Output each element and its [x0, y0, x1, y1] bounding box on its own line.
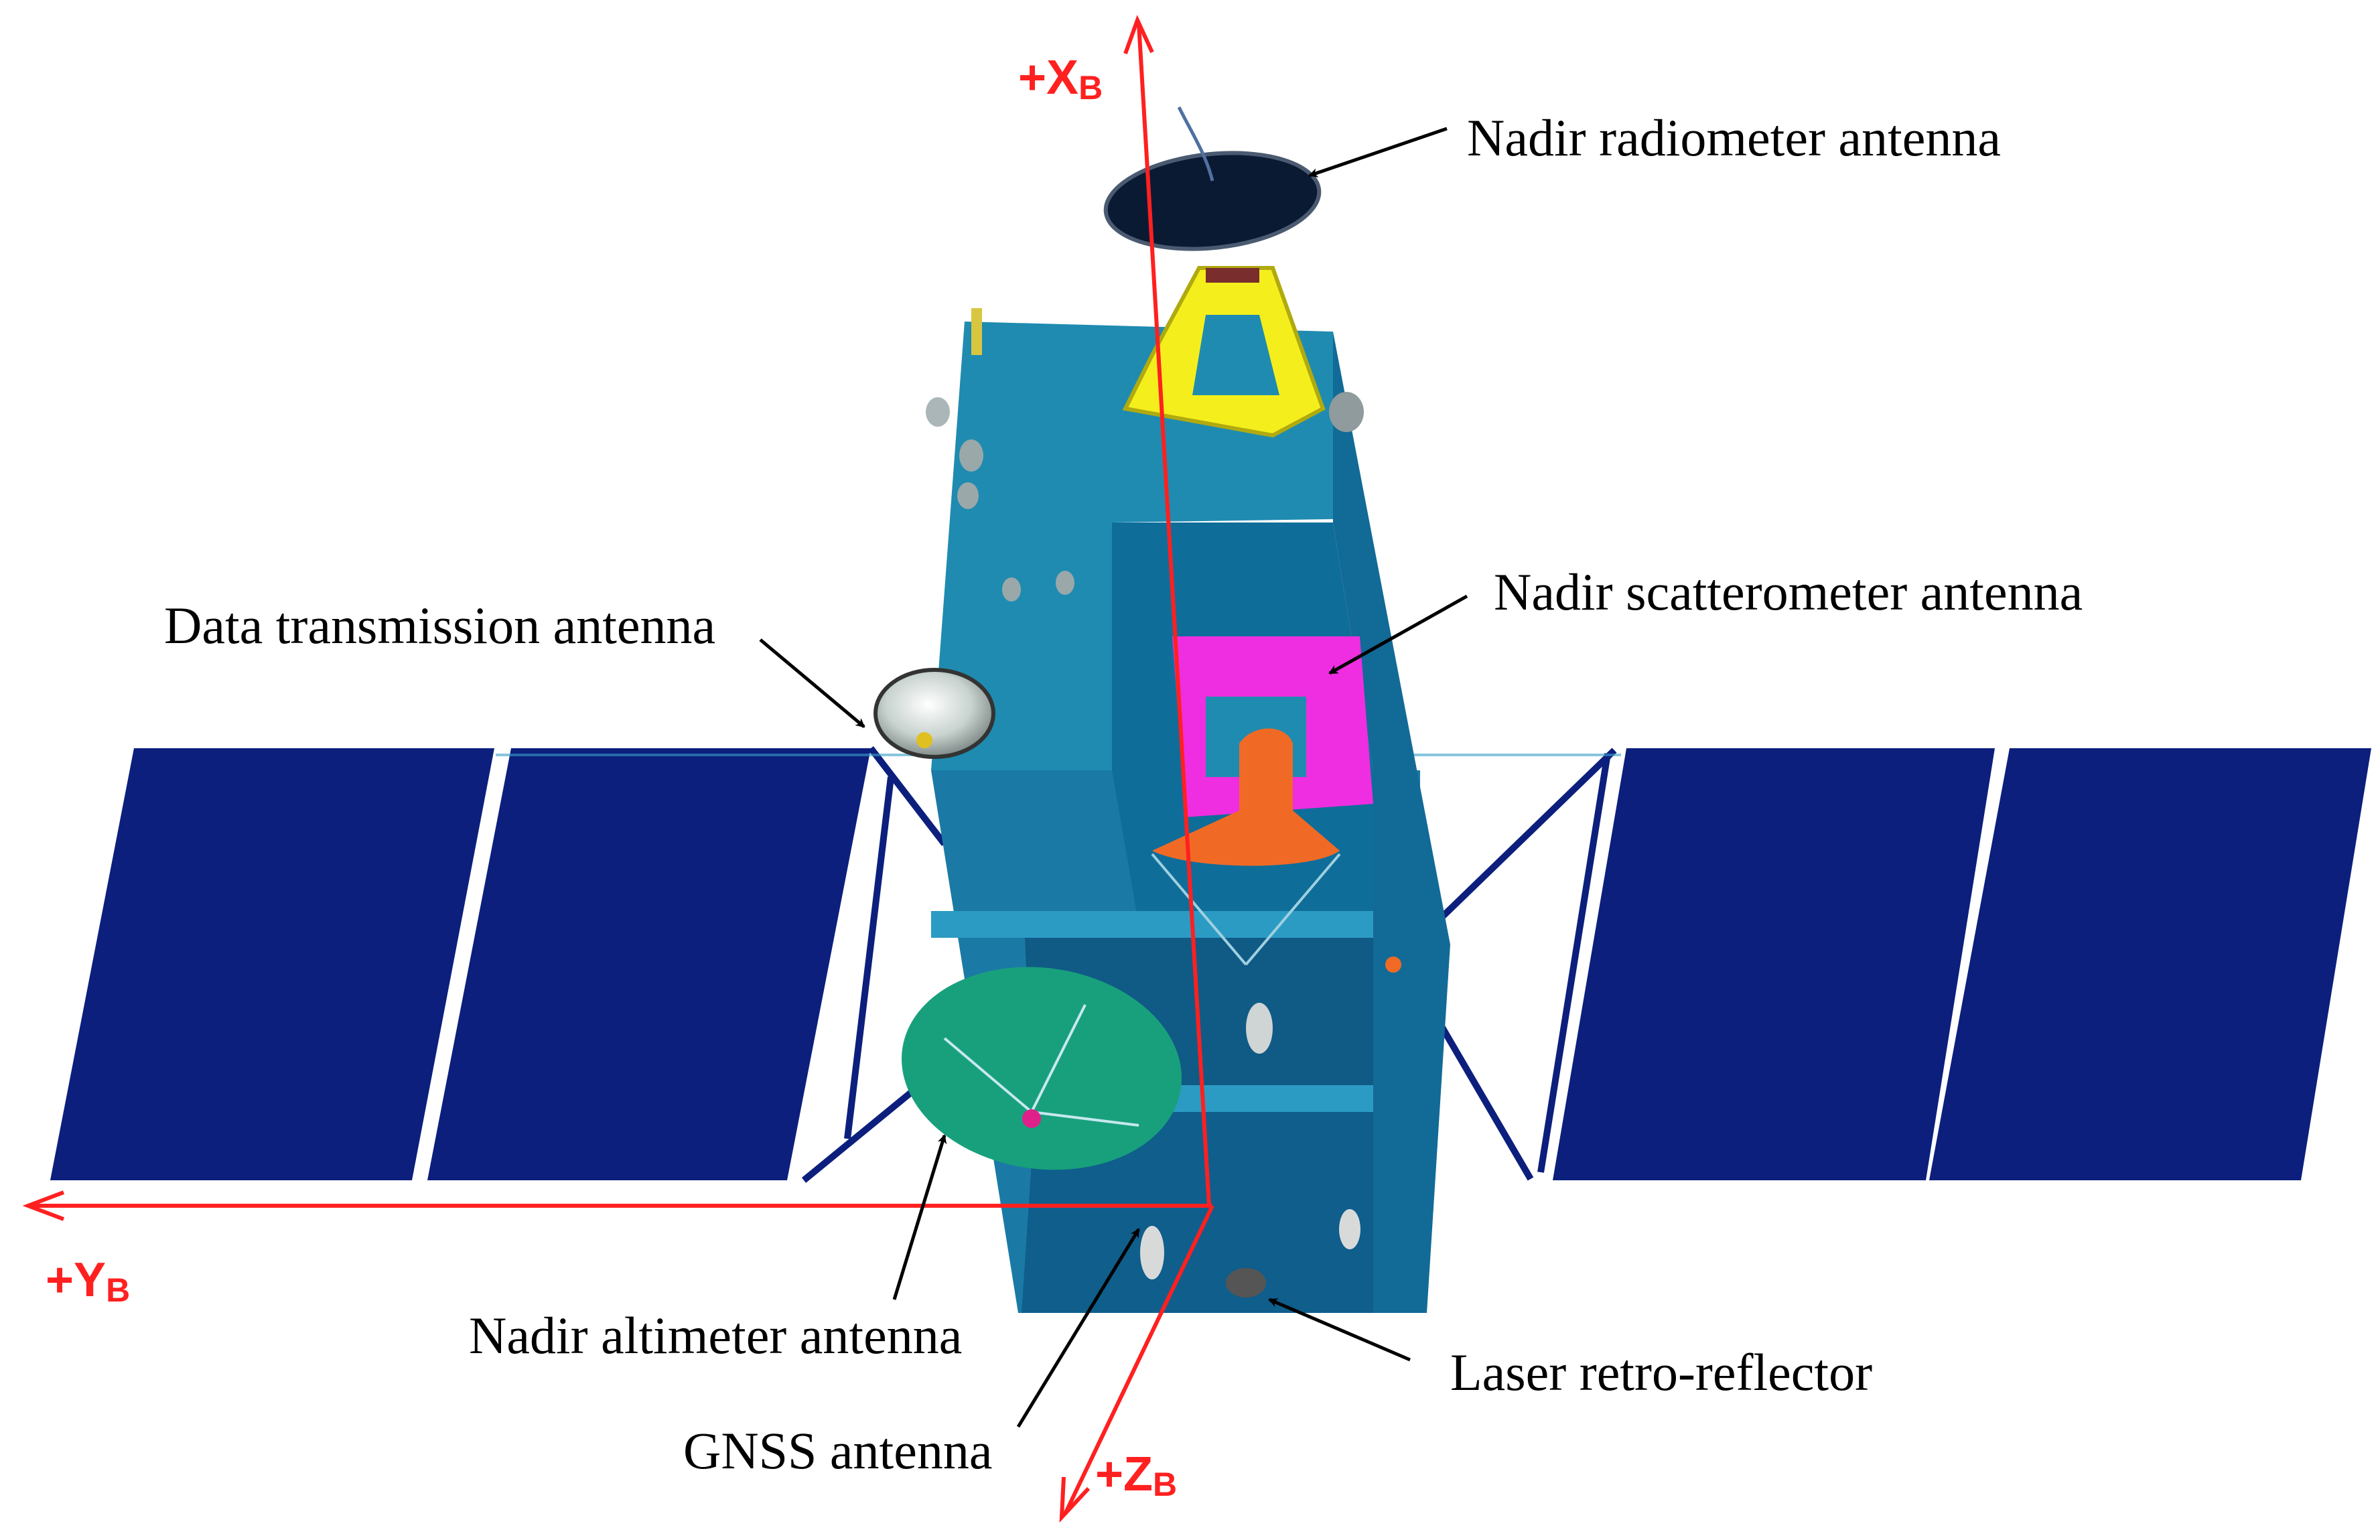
leader-altimeter: [892, 1134, 947, 1300]
satellite-body: [926, 308, 1450, 1313]
data-transmission-feed: [916, 732, 932, 748]
leader-radiometer: [1308, 127, 1448, 178]
altimeter-rib-1: [943, 1037, 1033, 1113]
label-data-transmission-antenna: Data transmission antenna: [164, 596, 715, 654]
label-nadir-radiometer-antenna: Nadir radiometer antenna: [1467, 109, 2001, 167]
right-array-yoke: [1537, 753, 1611, 1173]
radiometer-support-cutout: [1192, 315, 1279, 395]
left-solar-array: [50, 746, 947, 1183]
right-solar-array: [1404, 748, 2371, 1181]
label-gnss-antenna: GNSS antenna: [683, 1421, 992, 1480]
scatterometer-assembly: [1151, 636, 1373, 966]
altimeter-rib-2: [1030, 1004, 1087, 1113]
altimeter-rib-3: [1031, 1111, 1139, 1127]
leader-lines: [759, 127, 1468, 1428]
z-axis-label: +ZB: [1095, 1448, 1177, 1503]
altimeter-assembly: [901, 967, 1182, 1170]
label-nadir-altimeter-antenna: Nadir altimeter antenna: [469, 1306, 962, 1364]
thruster-1: [926, 397, 950, 427]
altimeter-feed: [1022, 1109, 1041, 1128]
leader-data-transmission: [759, 638, 865, 728]
body-top-face: [931, 322, 1333, 770]
bottom-bay: [1022, 1112, 1373, 1313]
top-mast: [971, 308, 982, 355]
solar-panel-left-outer: [50, 748, 494, 1180]
left-array-strut-upper: [868, 746, 947, 847]
thruster-6: [1329, 392, 1364, 432]
leader-gnss: [1016, 1228, 1141, 1428]
left-array-yoke: [844, 776, 894, 1139]
scatterometer-strut-1: [1151, 853, 1247, 966]
bay-shelf: [931, 911, 1373, 938]
solar-panel-right-outer: [1929, 748, 2371, 1180]
label-nadir-scatterometer-antenna: Nadir scatterometer antenna: [1494, 563, 2083, 621]
thruster-5: [1056, 571, 1074, 595]
x-axis-arrowhead: [1123, 15, 1154, 55]
thruster-3: [957, 482, 979, 509]
radiometer-dish: [1103, 151, 1322, 251]
y-axis-label: +YB: [46, 1253, 130, 1309]
leader-scatterometer: [1328, 594, 1468, 675]
axes-group: +XB +YB +ZB: [22, 15, 1214, 1523]
body-right-panel: [1333, 332, 1450, 1313]
z-axis-arrowhead: [1059, 1476, 1091, 1523]
solar-panel-left-inner: [427, 748, 871, 1180]
thruster-2: [959, 439, 983, 472]
scatterometer-horn: [1152, 728, 1340, 866]
x-axis-label: +XB: [1018, 51, 1103, 107]
bottom-thruster: [1339, 1209, 1360, 1249]
data-transmission-assembly: [873, 668, 995, 759]
radiometer-assembly: [1103, 106, 1326, 438]
data-transmission-dish: [873, 668, 995, 759]
radiometer-feed-cable: [1177, 106, 1214, 182]
radiometer-mount: [1206, 268, 1259, 283]
side-marker: [1385, 957, 1401, 973]
altimeter-dish: [901, 967, 1182, 1170]
y-axis-arrowhead: [22, 1190, 65, 1221]
x-axis-line: [1137, 23, 1211, 1206]
gnss-antenna-body: [1140, 1226, 1164, 1279]
z-axis-line: [1063, 1204, 1214, 1515]
thruster-4: [1002, 577, 1021, 602]
mid-thruster: [1246, 1003, 1273, 1054]
label-laser-retro-reflector: Laser retro-reflector: [1450, 1343, 1872, 1401]
leader-laser: [1268, 1298, 1411, 1362]
solar-panel-right-inner: [1553, 748, 1995, 1180]
laser-retro-reflector-body: [1226, 1268, 1266, 1298]
scatterometer-strut-2: [1245, 853, 1341, 966]
